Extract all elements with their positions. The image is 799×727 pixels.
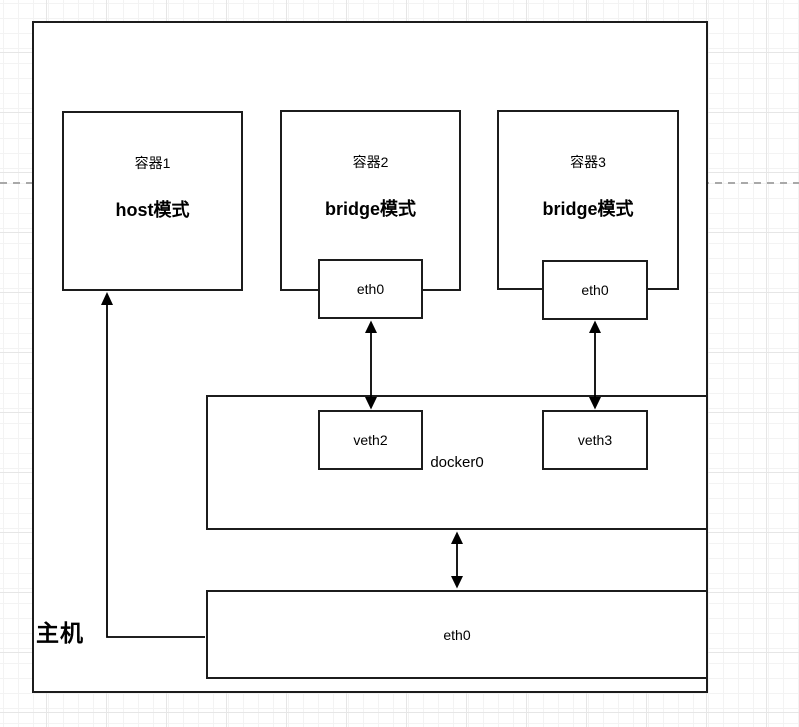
docker0-bridge-box[interactable]: docker0 (206, 395, 708, 530)
veth2-label: veth2 (353, 432, 388, 448)
docker0-label: docker0 (430, 454, 484, 471)
container3-box[interactable]: 容器3 bridge模式 (497, 110, 679, 290)
container3-eth0-box[interactable]: eth0 (542, 260, 648, 320)
veth3-label: veth3 (577, 432, 613, 448)
container2-eth0-label: eth0 (356, 281, 385, 297)
veth3-box[interactable]: veth3 (542, 410, 648, 470)
container3-eth0-label: eth0 (581, 282, 609, 298)
host-machine-label: 主机 (36, 620, 84, 646)
veth2-box[interactable]: veth2 (318, 410, 423, 470)
container1-box[interactable]: 容器1 host模式 (62, 111, 243, 291)
container1-mode-label: host模式 (115, 200, 190, 220)
container2-mode-label: bridge模式 (324, 199, 416, 219)
container3-name-label: 容器3 (570, 154, 606, 170)
container2-eth0-box[interactable]: eth0 (318, 259, 423, 319)
container1-name-label: 容器1 (134, 155, 171, 171)
host-eth0-box[interactable]: eth0 (206, 590, 708, 679)
host-eth0-label: eth0 (443, 626, 471, 643)
container2-name-label: 容器2 (352, 154, 389, 170)
container3-mode-label: bridge模式 (542, 199, 634, 219)
